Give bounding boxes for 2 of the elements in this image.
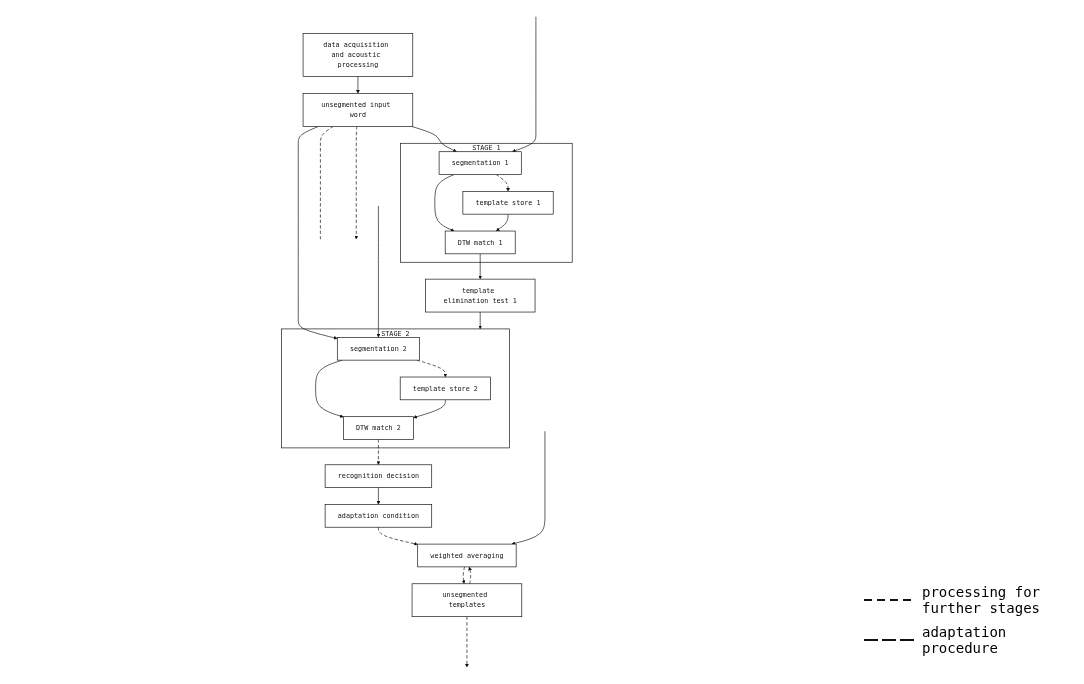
legend-text: processing for further stages	[922, 584, 1041, 616]
legend-text: adaptation procedure	[922, 624, 1008, 656]
